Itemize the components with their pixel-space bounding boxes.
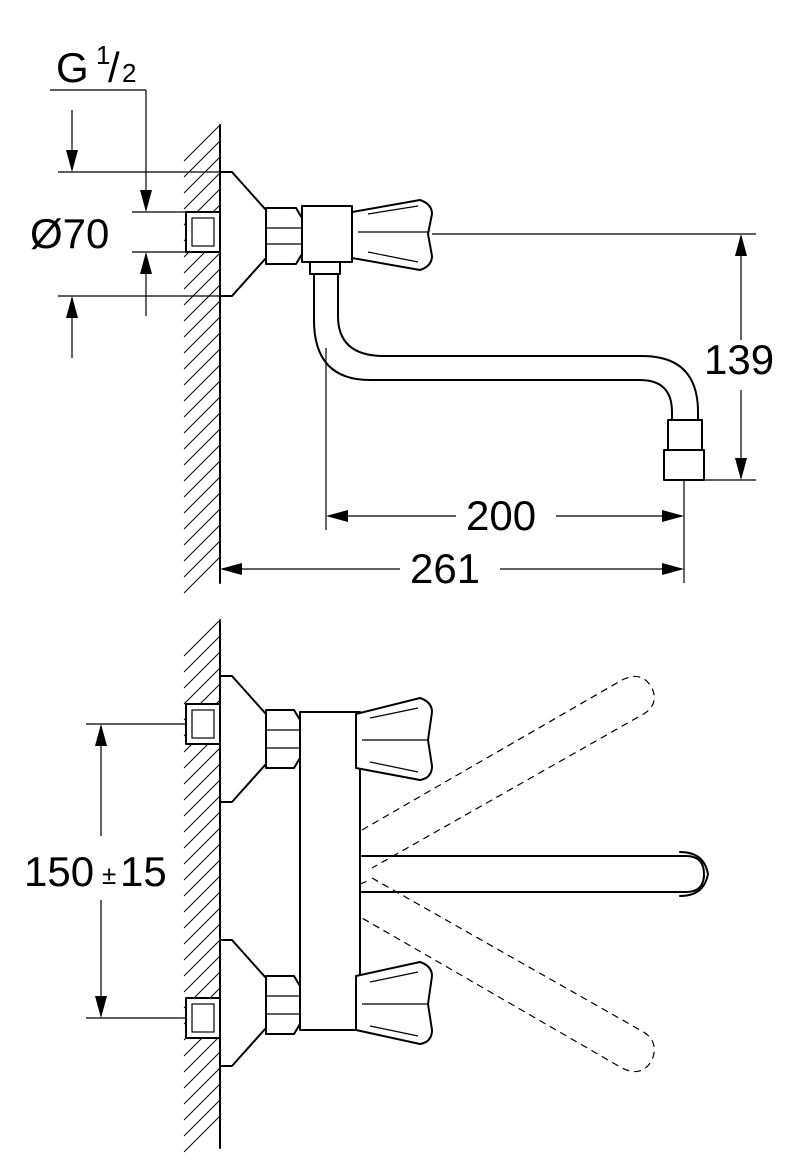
- hatch-line: [183, 859, 221, 897]
- hatch-line: [183, 348, 221, 386]
- hatch-line: [183, 907, 221, 945]
- hex-nut: [265, 207, 303, 265]
- hatch-line: [183, 540, 221, 578]
- upper-connector-inner: [191, 709, 215, 739]
- mixer-body: [299, 711, 361, 1031]
- thread-numerator: 1: [96, 40, 110, 70]
- hatch-line: [183, 380, 221, 418]
- hatch-line: [183, 300, 221, 338]
- hatch-line: [183, 651, 221, 689]
- upper-flange: [219, 675, 267, 803]
- spout-nut: [309, 261, 341, 275]
- hatch-line: [183, 492, 221, 530]
- hatch-line: [183, 779, 221, 817]
- hatch-line: [183, 763, 221, 801]
- spout-tip: [679, 851, 709, 897]
- hatch-line: [183, 1083, 221, 1121]
- hatch-line: [183, 316, 221, 354]
- hatch-line: [183, 396, 221, 434]
- hatch-line: [183, 156, 221, 194]
- wall-hatching-bottom: [183, 619, 221, 1153]
- hatch-line: [183, 268, 221, 306]
- spout-swing-up-end: [359, 879, 371, 885]
- thread-label: G: [56, 44, 89, 91]
- hatch-line: [183, 524, 221, 562]
- hatch-line: [183, 124, 221, 162]
- lower-flange: [219, 939, 267, 1067]
- spout-ring: [667, 419, 703, 451]
- spacing-value: 150: [24, 848, 94, 895]
- hatch-line: [183, 843, 221, 881]
- hatch-line: [183, 955, 221, 993]
- hatch-line: [183, 508, 221, 546]
- hatch-line: [183, 1067, 221, 1105]
- spout-tube-outer: [313, 273, 673, 421]
- upper-hex-nut: [265, 709, 301, 769]
- hatch-line: [183, 444, 221, 482]
- lower-handle: [355, 961, 433, 1045]
- hatch-line: [183, 1099, 221, 1137]
- hatch-line: [183, 939, 221, 977]
- wall-connector-inner: [191, 217, 215, 247]
- hatch-line: [183, 476, 221, 514]
- hatch-line: [183, 667, 221, 705]
- hatch-line: [183, 1035, 221, 1073]
- spacing-plus-minus: ±: [102, 860, 116, 890]
- plan-view: 150 ± 15: [24, 619, 709, 1153]
- thread-slash: /: [108, 44, 120, 91]
- hatch-line: [183, 556, 221, 594]
- hatch-line: [183, 252, 221, 290]
- lower-hex-nut: [265, 975, 301, 1035]
- side-view: G 1 / 2 Ø70 139 200: [30, 40, 774, 594]
- wall-hatching-top: [183, 124, 221, 594]
- spacing-tolerance: 15: [120, 848, 167, 895]
- aerator: [663, 449, 705, 481]
- hatch-line: [183, 635, 221, 673]
- hatch-line: [183, 460, 221, 498]
- total-length-label: 261: [410, 545, 480, 592]
- thread-denominator: 2: [122, 58, 136, 88]
- hatch-line: [183, 428, 221, 466]
- hatch-line: [183, 747, 221, 785]
- spout-plan: [361, 855, 705, 893]
- spout-swing-down: [361, 877, 655, 1073]
- hatch-line: [183, 284, 221, 322]
- lower-connector-inner: [191, 1003, 215, 1033]
- hatch-line: [183, 619, 221, 657]
- hatch-line: [183, 332, 221, 370]
- hatch-line: [183, 923, 221, 961]
- spout-swing-up: [361, 675, 655, 869]
- hatch-line: [183, 1115, 221, 1153]
- hatch-line: [183, 1051, 221, 1089]
- hatch-line: [183, 795, 221, 833]
- hatch-line: [183, 364, 221, 402]
- valve-body: [301, 205, 353, 263]
- projection-label: 200: [466, 492, 536, 539]
- wall-flange: [219, 171, 267, 297]
- diameter-label: Ø70: [30, 210, 109, 257]
- hatch-line: [183, 891, 221, 929]
- height-label: 139: [704, 336, 774, 383]
- hatch-line: [183, 412, 221, 450]
- hatch-line: [183, 875, 221, 913]
- upper-handle: [355, 697, 433, 781]
- hatch-line: [183, 811, 221, 849]
- hatch-line: [183, 172, 221, 210]
- hatch-line: [183, 140, 221, 178]
- hatch-line: [183, 827, 221, 865]
- spout-tube-inner: [337, 273, 699, 421]
